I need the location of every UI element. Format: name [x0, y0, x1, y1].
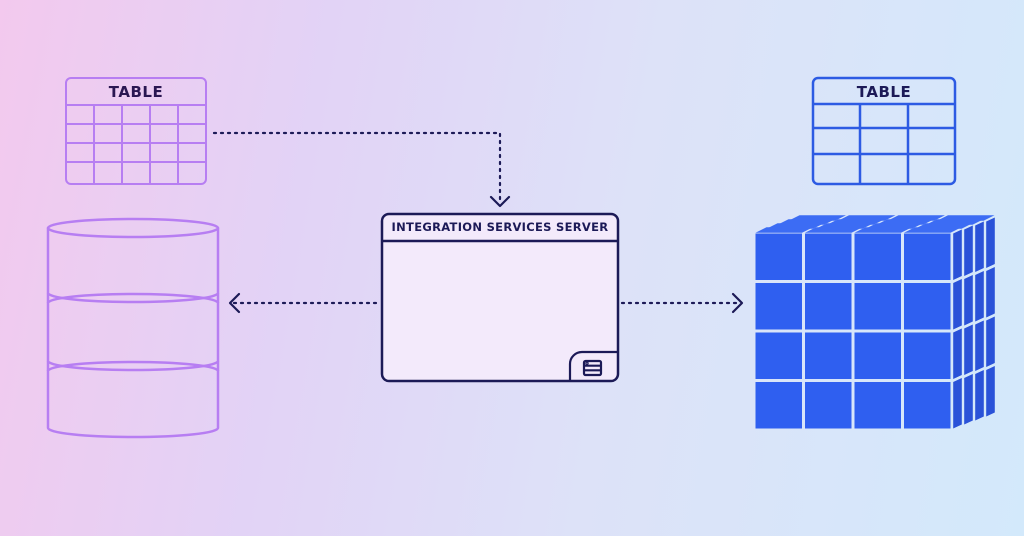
cube-cell [964, 374, 973, 425]
cube-cell [854, 227, 912, 233]
left-table [65, 77, 207, 185]
cube-cell [953, 378, 962, 429]
cube-cell [975, 271, 984, 322]
cube-cell [904, 332, 951, 379]
cube-cell [805, 233, 852, 280]
cube-cell [904, 227, 962, 233]
cube-cell [904, 233, 951, 280]
cube-cell [953, 279, 962, 330]
cube-cell [964, 324, 973, 375]
cube-cell [986, 217, 995, 268]
integration-server-window [380, 212, 620, 383]
cube-cell [805, 382, 852, 429]
right-table-title: TABLE [856, 83, 912, 101]
cube-cell [975, 221, 984, 272]
connector-server-to-cube [620, 292, 744, 314]
server-rack-icon [568, 350, 618, 381]
cube-cell [805, 283, 852, 330]
cube-cell [964, 275, 973, 326]
olap-cube-icon [755, 215, 995, 429]
cube-cell [854, 233, 901, 280]
cube-cell [805, 332, 852, 379]
cube-cell [854, 283, 901, 330]
cube-cell [755, 283, 802, 330]
right-table [811, 76, 957, 186]
left-table-title: TABLE [108, 83, 164, 101]
server-window-title: INTEGRATION SERVICES SERVER [391, 220, 609, 234]
database-cylinder-icon [46, 217, 220, 439]
cube-cell [805, 227, 863, 233]
cube-cell [975, 320, 984, 371]
connector-server-to-database [228, 292, 378, 314]
cube-cell [755, 332, 802, 379]
cube-cell [986, 366, 995, 417]
cube-cell [964, 225, 973, 276]
cube-cell [986, 316, 995, 367]
cube-cell [953, 229, 962, 280]
cube-cell [953, 328, 962, 379]
cube-cell [854, 382, 901, 429]
cube-cell [975, 370, 984, 421]
cube-cell [986, 267, 995, 318]
cube-cell [755, 227, 813, 233]
cube-cell [755, 233, 802, 280]
cube-cell [755, 382, 802, 429]
cube-cell [854, 332, 901, 379]
cube-cell [904, 283, 951, 330]
connector-table-to-server [212, 131, 511, 208]
cube-cell [904, 382, 951, 429]
